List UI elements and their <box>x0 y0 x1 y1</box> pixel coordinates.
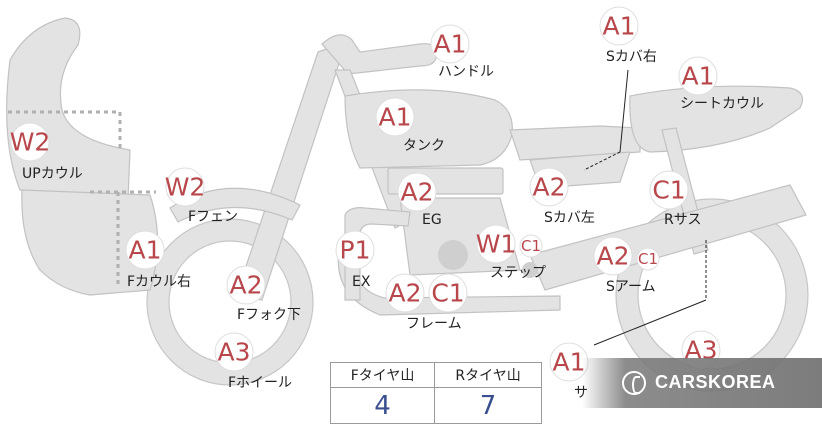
svg-text:A1: A1 <box>602 12 635 41</box>
part-badge-front-fender: W2 <box>165 167 206 207</box>
part-label-front-wheel: Fホイール <box>228 375 292 391</box>
part-badge-rear-suspension: C1 <box>649 170 689 210</box>
svg-text:A2: A2 <box>596 242 629 271</box>
front-fender <box>169 187 301 223</box>
part-badge-tank: A1 <box>375 97 415 137</box>
handlebar <box>321 34 437 75</box>
part-badge-front-fork-lower: A2 <box>226 265 266 305</box>
rear-tire-header: Rタイヤ山 <box>434 362 542 388</box>
svg-text:A2: A2 <box>400 178 433 207</box>
svg-text:A2: A2 <box>532 173 565 202</box>
svg-text:A2: A2 <box>388 279 421 308</box>
part-badge-engine: A2 <box>397 172 437 212</box>
svg-text:A2: A2 <box>229 271 262 300</box>
svg-text:W2: W2 <box>165 173 206 202</box>
fuel-tank <box>344 89 513 169</box>
svg-text:W2: W2 <box>10 128 51 157</box>
front-tire-header: Fタイヤ山 <box>329 362 436 388</box>
part-label-tank: タンク <box>403 138 445 154</box>
part-badge-side-cover-left: A2 <box>529 167 569 207</box>
rear-tire-value: 7 <box>434 387 542 424</box>
part-badge-step: W1 <box>476 224 517 264</box>
carskorea-watermark: CARSKOREA <box>582 358 822 408</box>
carskorea-logo-icon <box>622 371 646 395</box>
part-label-seat-cowl: シートカウル <box>680 96 764 112</box>
svg-text:C1: C1 <box>652 176 685 205</box>
part-label-front-cowl-right: Fカウル右 <box>127 274 191 290</box>
front-tire-value: 4 <box>329 387 436 424</box>
part-label-exhaust: EX <box>352 274 371 290</box>
part-badge-exhaust: P1 <box>335 230 375 270</box>
part-badge-seat-cowl: A1 <box>678 56 718 96</box>
svg-text:A1: A1 <box>433 30 466 59</box>
part-label-front-fork-lower: Fフォク下 <box>237 307 301 323</box>
part-label-step: ステップ <box>490 265 546 281</box>
part-badge-side-cover-right: A1 <box>599 6 639 46</box>
svg-text:C1: C1 <box>638 250 658 268</box>
part-badge-upper-cowl: W2 <box>10 122 51 162</box>
part-badge-frame: A2 <box>385 273 425 313</box>
front-wheel <box>147 219 313 385</box>
svg-text:A3: A3 <box>217 338 250 367</box>
svg-text:A1: A1 <box>681 62 714 91</box>
part-badge-front-wheel: A3 <box>214 332 254 372</box>
part-label-side-cover-right: Sカバ右 <box>606 49 657 65</box>
part-badge-frame-secondary: C1 <box>428 273 468 313</box>
lower-cowl <box>21 189 159 296</box>
svg-text:A1: A1 <box>128 236 161 265</box>
svg-text:A1: A1 <box>378 103 411 132</box>
svg-text:W1: W1 <box>476 230 517 259</box>
svg-text:P1: P1 <box>340 236 371 265</box>
part-label-side-cover-left: Sカバ左 <box>544 210 595 226</box>
part-label-frame: フレーム <box>406 316 462 332</box>
part-badge-handle: A1 <box>430 24 470 64</box>
carskorea-logo-text: CARSKOREA <box>655 372 776 392</box>
tire-tread-table: Fタイヤ山 Rタイヤ山 4 7 <box>329 362 542 424</box>
svg-text:C1: C1 <box>431 279 464 308</box>
part-label-front-fender: Fフェン <box>188 209 238 225</box>
part-label-engine: EG <box>422 212 442 228</box>
part-badge-step-secondary: C1 <box>519 234 543 258</box>
part-label-upper-cowl: UPカウル <box>22 166 83 182</box>
part-label-swing-arm: Sアーム <box>606 279 656 295</box>
part-label-handle: ハンドル <box>438 64 494 80</box>
part-badge-front-cowl-right: A1 <box>125 230 165 270</box>
part-label-rear-suspension: Rサス <box>664 212 701 228</box>
svg-text:C1: C1 <box>521 237 541 255</box>
part-badge-swing-arm-secondary: C1 <box>636 247 660 271</box>
part-badge-sa: A1 <box>549 342 589 382</box>
svg-text:A1: A1 <box>552 348 585 377</box>
part-badge-swing-arm: A2 <box>593 236 633 276</box>
